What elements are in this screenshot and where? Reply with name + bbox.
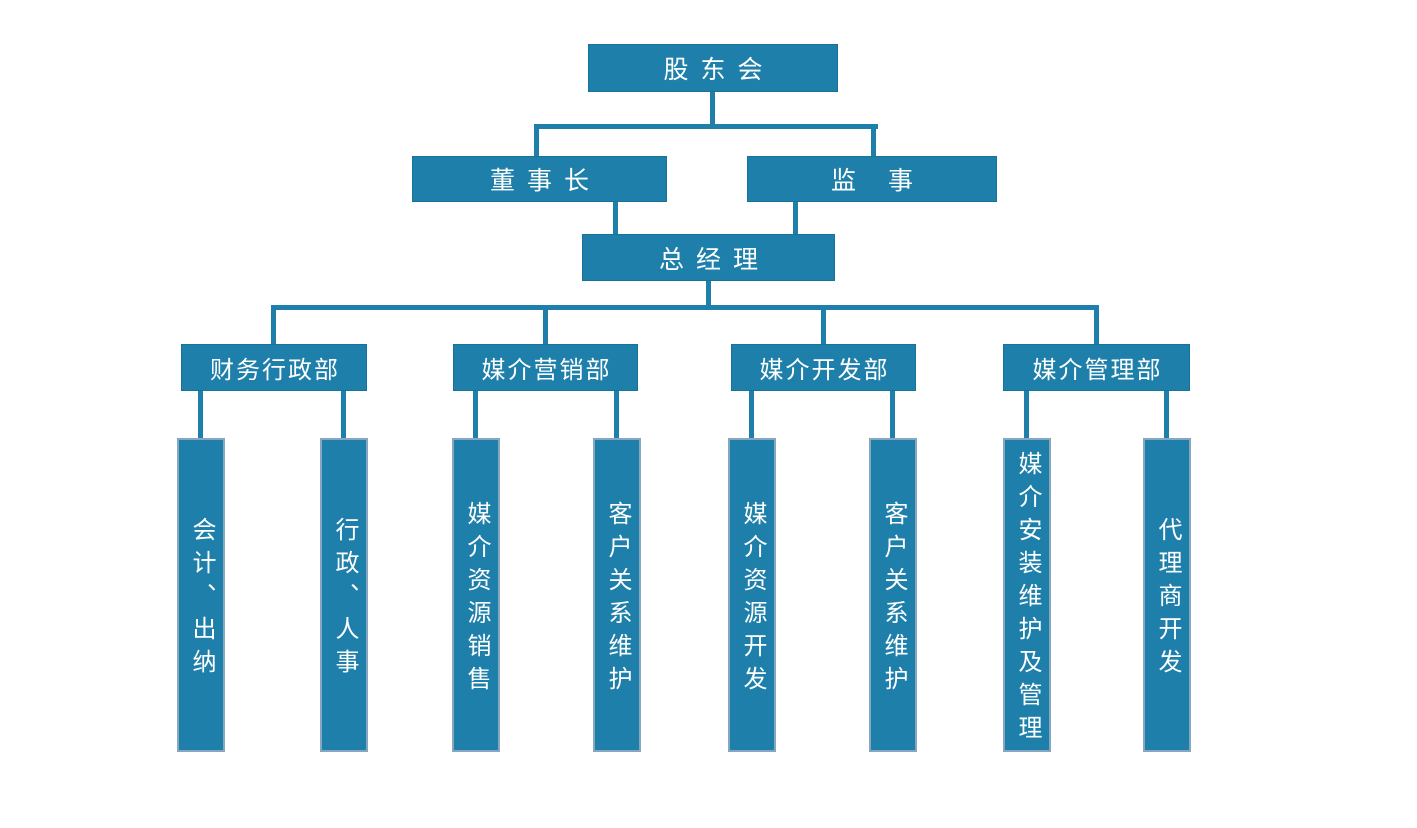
- connector-to-supervisor: [871, 124, 876, 156]
- connector-dev-to-custrel: [890, 391, 895, 438]
- org-node-dept-media-management: 媒介管理部: [1003, 344, 1190, 391]
- connector-gm-down: [706, 281, 711, 310]
- org-node-dept-media-development: 媒介开发部: [731, 344, 916, 391]
- org-node-role-customer-relations-marketing: 客户关系维护: [593, 438, 641, 752]
- connector-to-chairman: [534, 124, 539, 156]
- org-node-role-agent-development: 代理商开发: [1143, 438, 1191, 752]
- org-node-dept-finance-admin: 财务行政部: [181, 344, 367, 391]
- org-node-general-manager: 总经理: [582, 234, 835, 281]
- connector-to-media-management: [1094, 305, 1099, 344]
- org-node-dept-media-marketing: 媒介营销部: [453, 344, 638, 391]
- connector-finance-to-admin-hr: [341, 391, 346, 438]
- connector-mgmt-to-install: [1024, 391, 1029, 438]
- org-node-role-media-resource-sales: 媒介资源销售: [452, 438, 500, 752]
- connector-mgmt-to-agentdev: [1164, 391, 1169, 438]
- org-node-role-media-resource-development: 媒介资源开发: [728, 438, 776, 752]
- connector-marketing-to-sales: [473, 391, 478, 438]
- connector-to-media-marketing: [543, 305, 548, 344]
- connector-supervisor-to-gm: [793, 202, 798, 234]
- connector-dev-to-resourcedev: [749, 391, 754, 438]
- connector-level4-horizontal: [271, 305, 1099, 310]
- org-node-supervisor: 监事: [747, 156, 997, 202]
- connector-level2-horizontal: [534, 124, 878, 129]
- org-node-role-media-install-maintain-manage: 媒介安装维护及管理: [1003, 438, 1051, 752]
- org-node-shareholders: 股东会: [588, 44, 838, 92]
- org-node-role-customer-relations-development: 客户关系维护: [869, 438, 917, 752]
- connector-marketing-to-custrel: [614, 391, 619, 438]
- connector-shareholders-down: [710, 92, 715, 129]
- connector-to-finance-admin: [271, 305, 276, 344]
- connector-finance-to-accounting: [198, 391, 203, 438]
- org-node-role-accounting-cashier: 会计、出纳: [177, 438, 225, 752]
- connector-chairman-to-gm: [613, 202, 618, 234]
- connector-to-media-development: [821, 305, 826, 344]
- org-node-role-admin-hr: 行政、人事: [320, 438, 368, 752]
- org-node-chairman: 董事长: [412, 156, 667, 202]
